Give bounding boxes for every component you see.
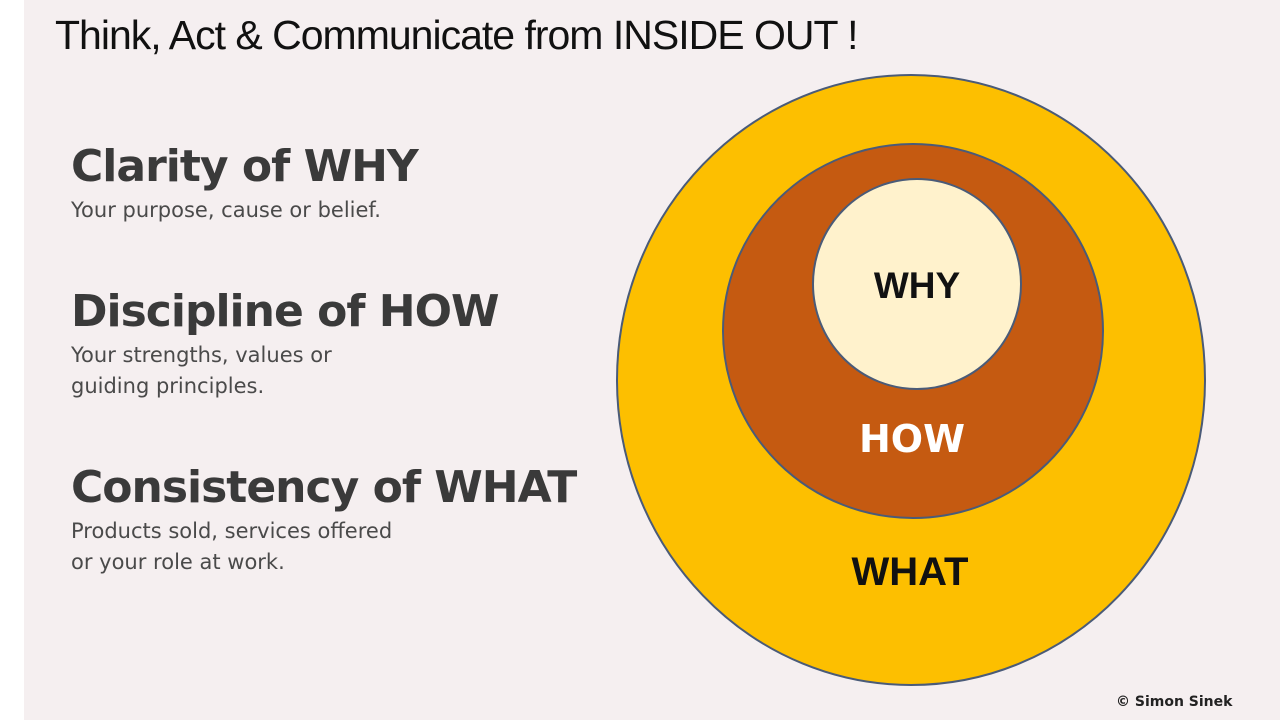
how-label: HOW xyxy=(859,417,965,461)
section-how-heading: Discipline of HOW xyxy=(71,286,500,337)
why-label: WHY xyxy=(874,265,961,306)
section-what-heading: Consistency of WHAT xyxy=(71,462,577,513)
section-what: Consistency of WHAT Products sold, servi… xyxy=(71,462,577,578)
section-how-description: Your strengths, values or guiding princi… xyxy=(71,343,332,398)
inner-circle-why xyxy=(812,178,1022,390)
section-why-description: Your purpose, cause or belief. xyxy=(71,198,381,222)
page-title: Think, Act & Communicate from INSIDE OUT… xyxy=(55,12,859,58)
section-why-heading: Clarity of WHY xyxy=(71,141,419,192)
copyright-notice: © Simon Sinek xyxy=(1116,694,1233,710)
section-why: Clarity of WHY Your purpose, cause or be… xyxy=(71,141,419,226)
section-what-description: Products sold, services offered or your … xyxy=(71,519,393,574)
what-label: WHAT xyxy=(852,550,969,594)
section-how: Discipline of HOW Your strengths, values… xyxy=(71,286,500,402)
